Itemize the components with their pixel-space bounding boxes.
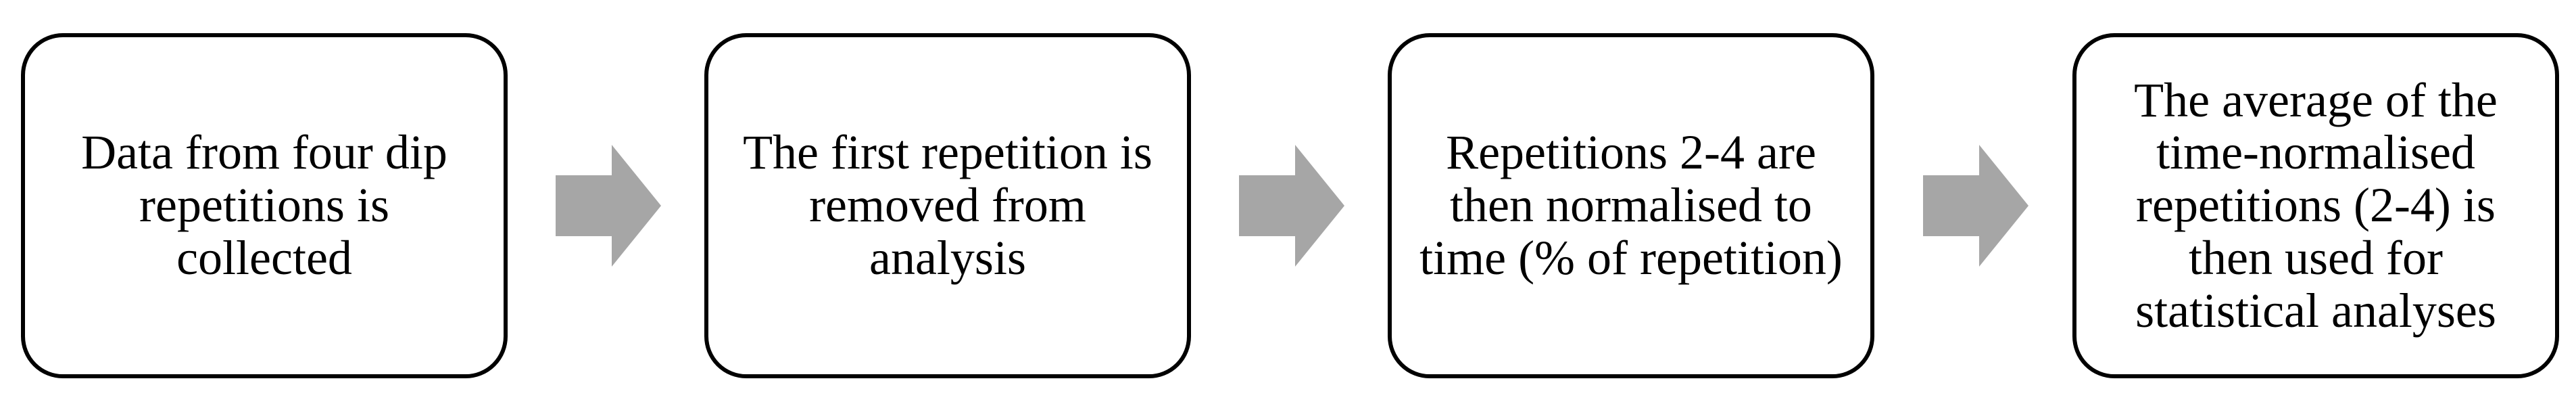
step-box-2: The first repetition is removed from ana… [704, 33, 1191, 378]
step-4-text: The average of the time-normalised repet… [2134, 72, 2498, 338]
step-box-1: Data from four dip repetitions is collec… [21, 33, 508, 378]
right-arrow-icon [1239, 145, 1344, 267]
step-box-4: The average of the time-normalised repet… [2072, 33, 2559, 378]
right-arrow-icon [556, 145, 661, 267]
step-3-text: Repetitions 2-4 are then normalised to t… [1419, 125, 1843, 285]
step-1-text: Data from four dip repetitions is collec… [81, 125, 447, 285]
right-arrow-icon [1923, 145, 2028, 267]
step-2-text: The first repetition is removed from ana… [743, 125, 1152, 285]
step-box-3: Repetitions 2-4 are then normalised to t… [1388, 33, 1874, 378]
